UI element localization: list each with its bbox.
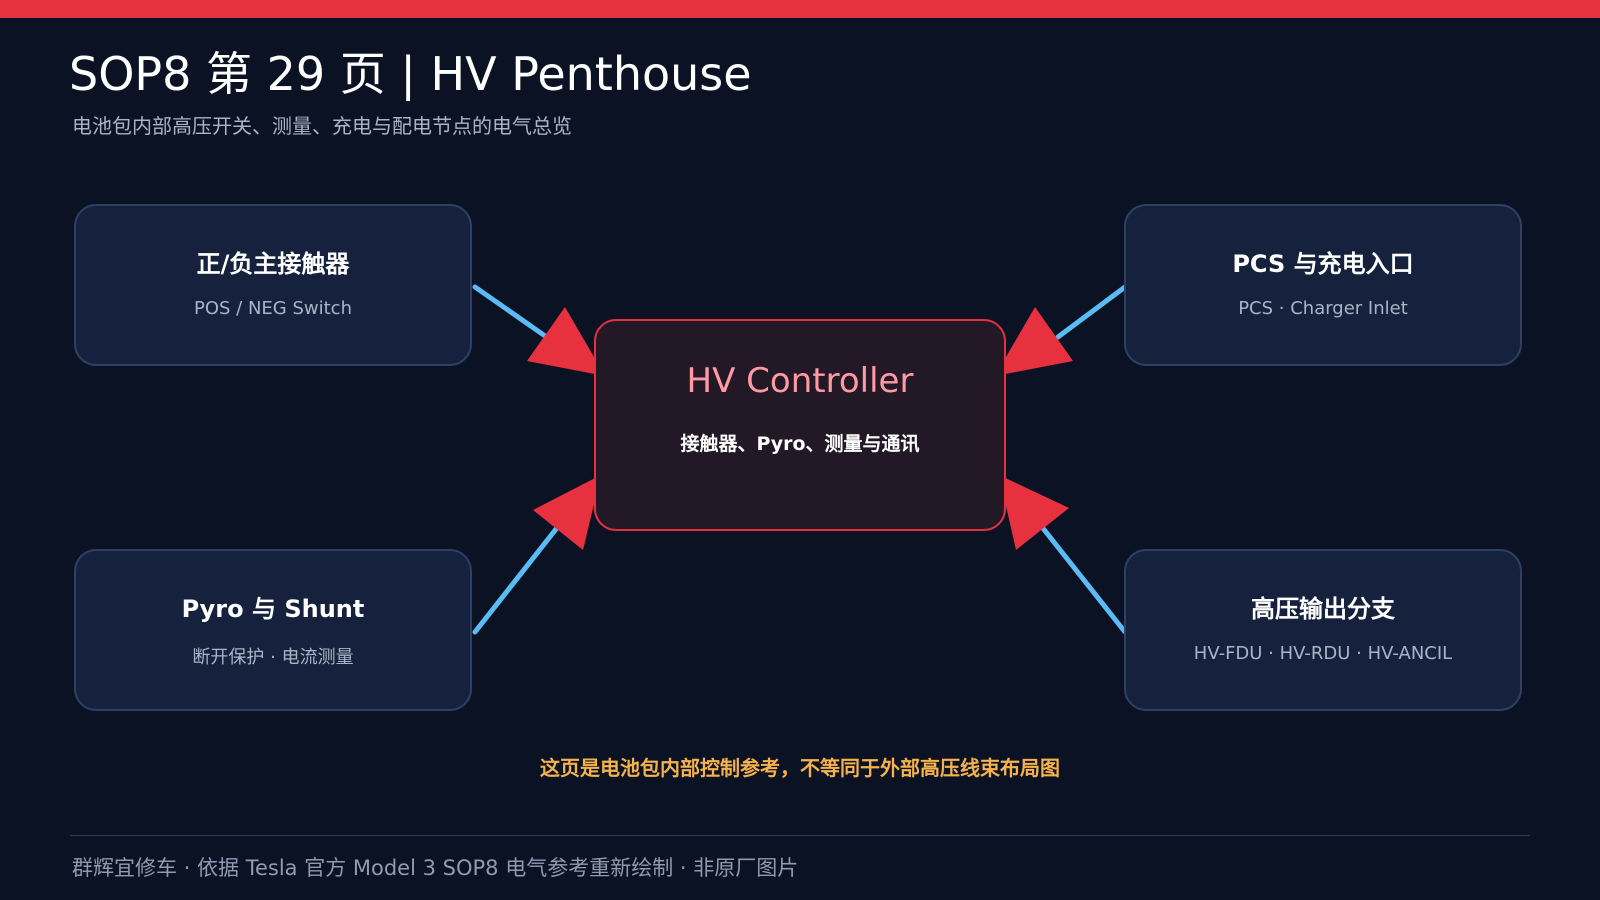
center-node-title: HV Controller bbox=[686, 361, 914, 401]
center-node-subtitle: 接触器、Pyro、测量与通讯 bbox=[680, 433, 920, 455]
arrowhead-bottom-left bbox=[533, 475, 601, 550]
node-pyro-shunt: Pyro 与 Shunt 断开保护 · 电流测量 bbox=[74, 549, 472, 711]
node-pcs-charger-inlet: PCS 与充电入口 PCS · Charger Inlet bbox=[1124, 204, 1522, 366]
arrowhead-top-right bbox=[995, 307, 1073, 376]
arrowhead-top-left bbox=[527, 307, 605, 376]
connector-top-left bbox=[472, 284, 551, 341]
node-hv-output-branches: 高压输出分支 HV-FDU · HV-RDU · HV-ANCIL bbox=[1124, 549, 1522, 711]
connector-bottom-right bbox=[1039, 524, 1128, 635]
page-subtitle: 电池包内部高压开关、测量、充电与配电节点的电气总览 bbox=[72, 114, 572, 138]
node-subtitle: POS / NEG Switch bbox=[194, 298, 352, 319]
node-hv-controller: HV Controller 接触器、Pyro、测量与通讯 bbox=[594, 319, 1006, 531]
footer-credits: 群辉宜修车 · 依据 Tesla 官方 Model 3 SOP8 电气参考重新绘… bbox=[72, 856, 799, 880]
node-title: 正/负主接触器 bbox=[196, 250, 350, 278]
top-accent-bar bbox=[0, 0, 1600, 18]
page-title: SOP8 第 29 页 | HV Penthouse bbox=[69, 47, 752, 101]
disclaimer-note: 这页是电池包内部控制参考，不等同于外部高压线束布局图 bbox=[540, 756, 1060, 780]
node-subtitle: HV-FDU · HV-RDU · HV-ANCIL bbox=[1193, 643, 1453, 664]
node-subtitle: PCS · Charger Inlet bbox=[1238, 298, 1408, 319]
node-main-contactors: 正/负主接触器 POS / NEG Switch bbox=[74, 204, 472, 366]
arrowhead-bottom-right bbox=[999, 475, 1069, 550]
node-title: PCS 与充电入口 bbox=[1232, 250, 1414, 278]
node-title: 高压输出分支 bbox=[1251, 595, 1395, 623]
node-subtitle: 断开保护 · 电流测量 bbox=[192, 647, 354, 668]
node-title: Pyro 与 Shunt bbox=[181, 595, 365, 623]
connector-top-right bbox=[1055, 284, 1128, 340]
connector-bottom-left bbox=[472, 521, 563, 635]
footer-divider bbox=[70, 835, 1530, 836]
